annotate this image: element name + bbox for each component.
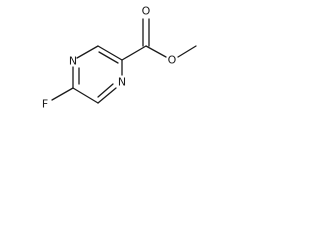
atom-carbonyl-oxygen: O [142, 5, 151, 18]
bond-n4-c5 [97, 87, 117, 104]
bond-n4-c5-inner [97, 83, 114, 98]
structure-diagram: N N F O O [42, 5, 197, 111]
bond-ester-o-methyl [177, 45, 197, 58]
bond-c5-c6 [72, 87, 99, 104]
bond-c6-f [51, 87, 74, 101]
bond-carbonyl-ester-o [145, 45, 167, 58]
bond-n1-c2 [76, 45, 99, 59]
bond-c2-c3 [97, 45, 123, 61]
bond-c2-c3-inner [98, 51, 119, 64]
atom-fluorine: F [42, 98, 48, 111]
atom-n4: N [118, 76, 126, 89]
atom-ester-oxygen: O [168, 54, 177, 67]
bond-c3-carbonyl [121, 45, 147, 61]
atom-n1: N [69, 55, 77, 68]
